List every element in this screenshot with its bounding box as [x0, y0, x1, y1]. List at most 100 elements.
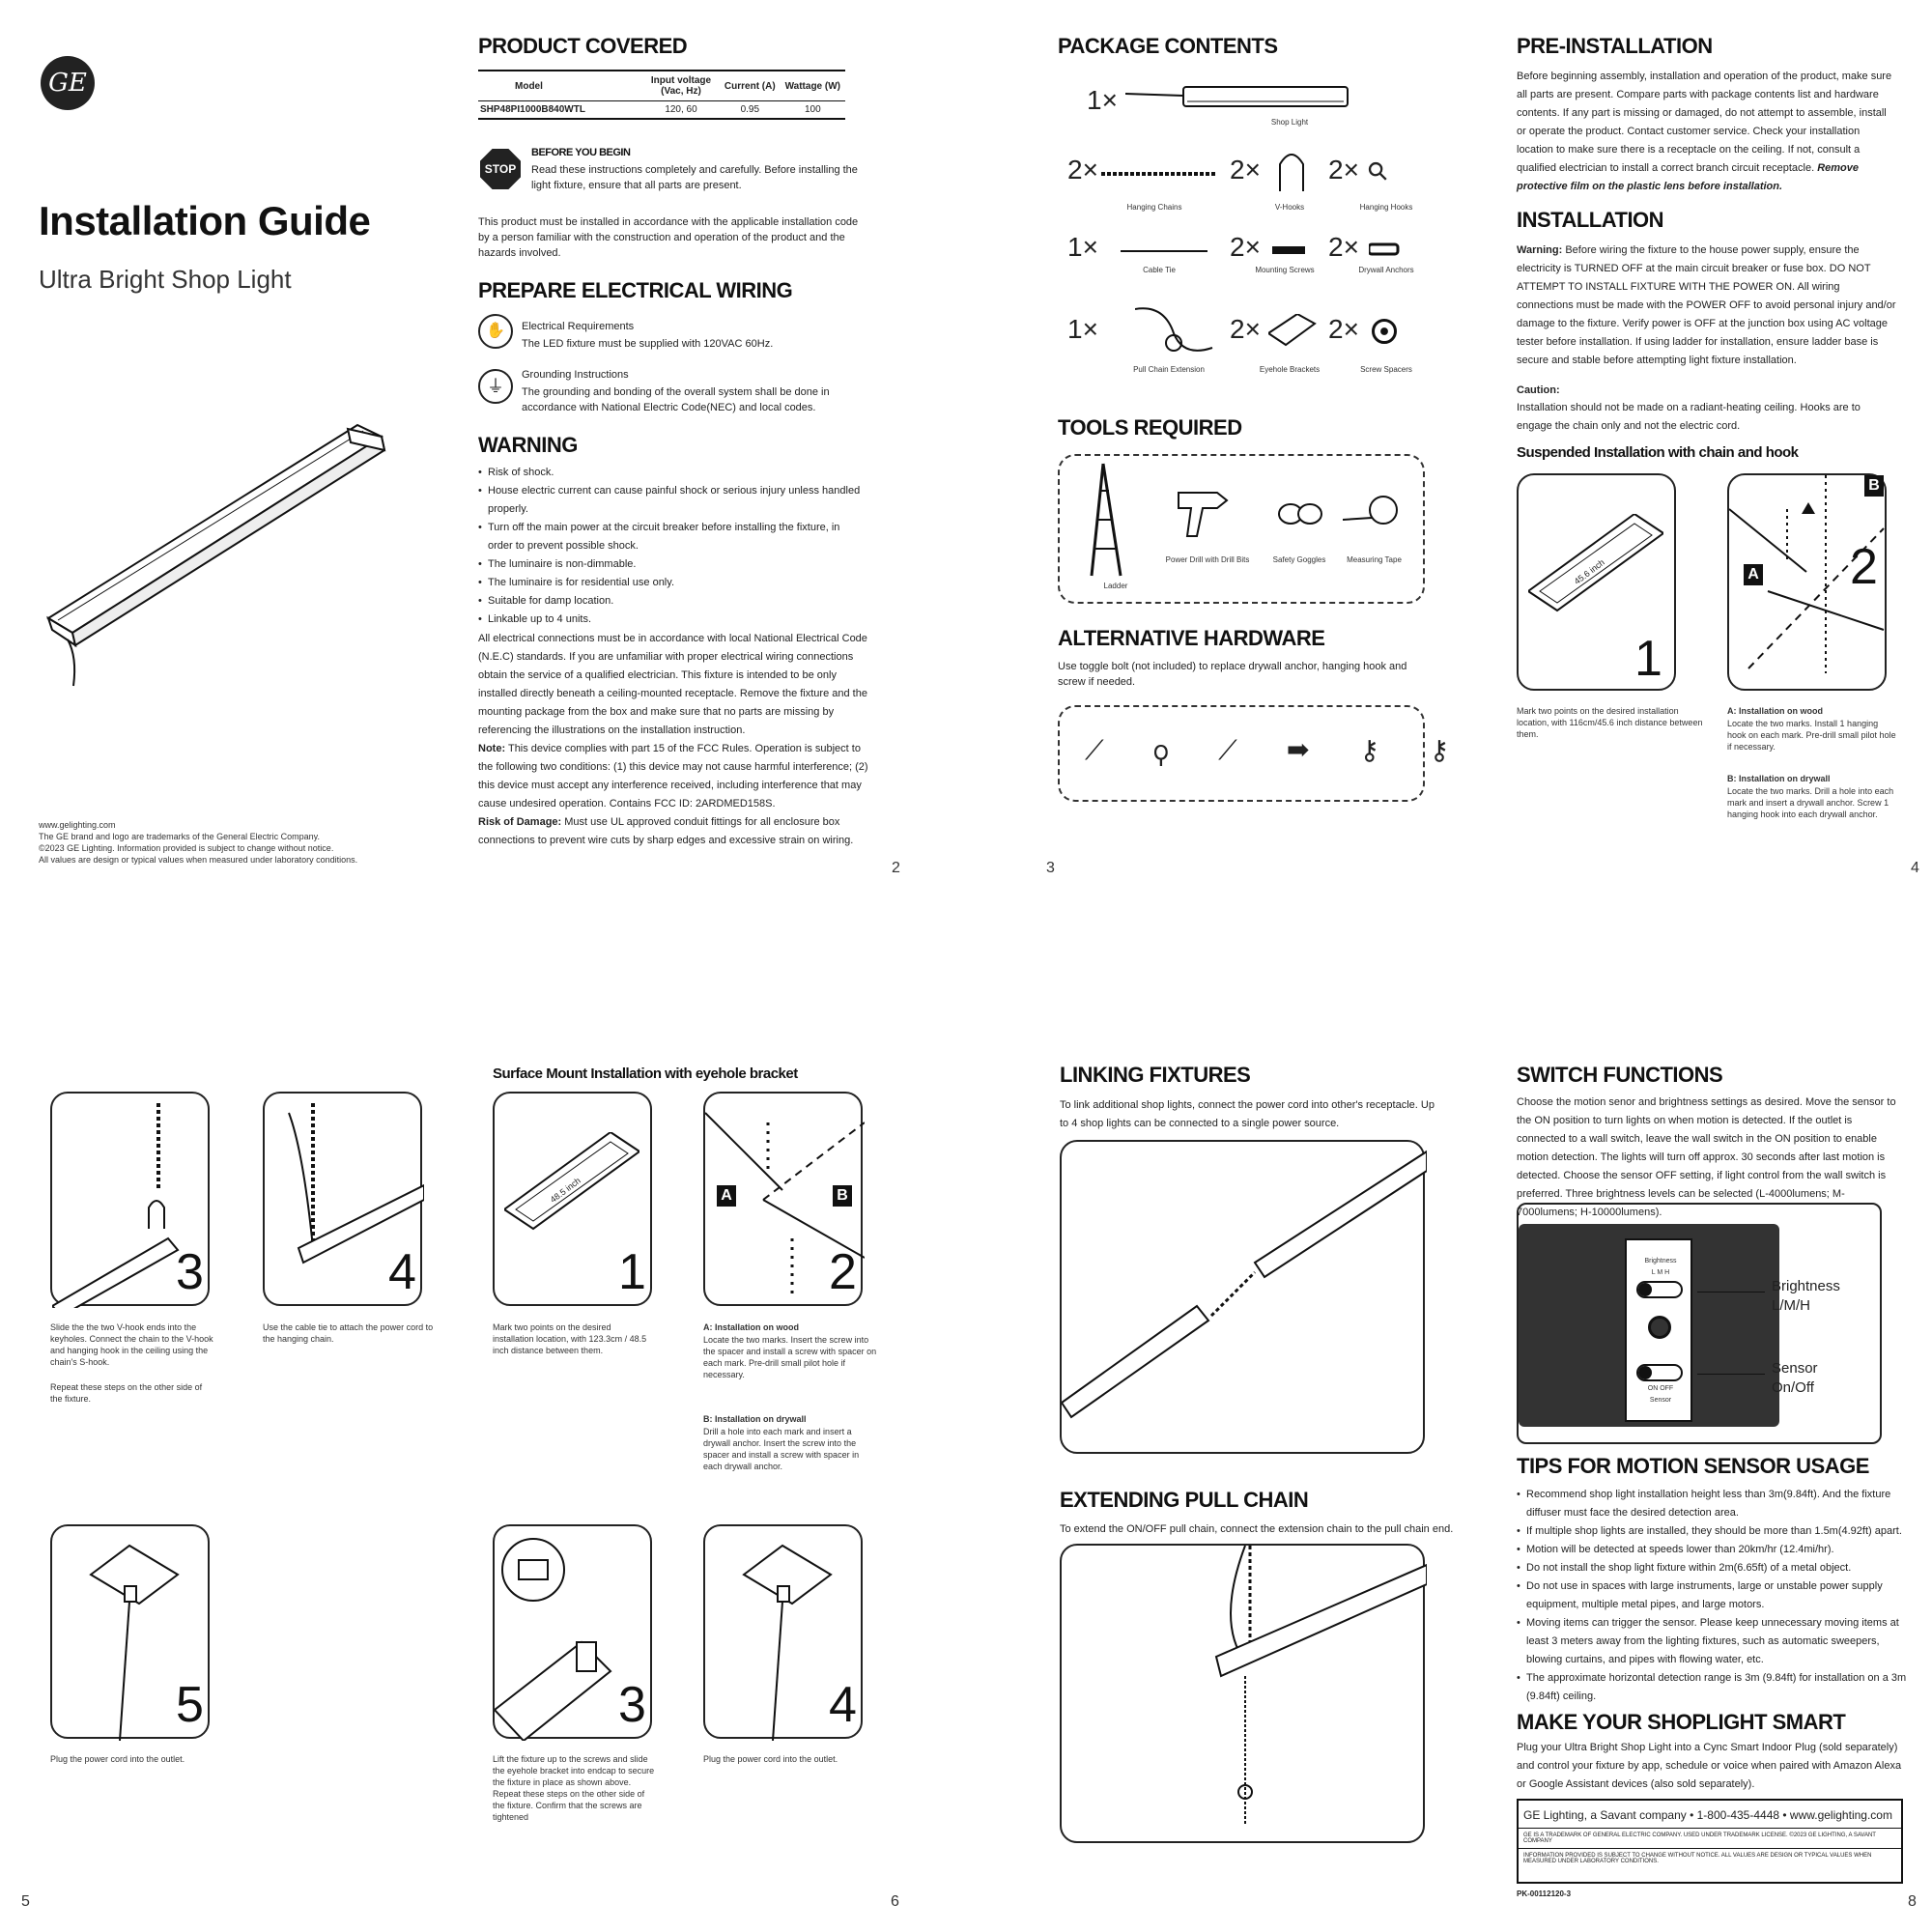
note-paragraph: Note: This device complies with part 15 … [478, 740, 869, 813]
step-number: 5 [176, 1677, 204, 1733]
caution-text: Installation should not be made on a rad… [1517, 402, 1861, 432]
panel-lmh-label: L M H [1651, 1269, 1670, 1276]
cell-voltage: 120, 60 [665, 104, 697, 115]
caution-label: Caution: [1517, 384, 1560, 396]
heading-smart: MAKE YOUR SHOPLIGHT SMART [1517, 1710, 1846, 1734]
list-item: The approximate horizontal detection ran… [1517, 1669, 1908, 1706]
note-label: Note: [478, 743, 506, 754]
label-pull-chain: Pull Chain Extension [1133, 365, 1205, 374]
stop-label: STOP [484, 162, 517, 176]
step-2a-title: A: Installation on wood [703, 1322, 799, 1332]
legal-disclaimer: INFORMATION PROVIDED IS SUBJECT TO CHANG… [1523, 1853, 1872, 1864]
label-tape: Measuring Tape [1347, 555, 1402, 564]
callout-brightness: Brightness L/M/H [1772, 1278, 1840, 1314]
list-item: House electric current can cause painful… [478, 482, 865, 519]
step-3-repeat: Repeat these steps on the other side of … [50, 1382, 203, 1404]
qty-spacers: 2× [1328, 314, 1359, 344]
page-number: 8 [1908, 1893, 1917, 1910]
hanging-hook-icon: ⚲ [1360, 154, 1395, 188]
shop-light-illustration [46, 423, 386, 687]
heading-warning: WARNING [478, 433, 578, 457]
cable-tie-illustration [288, 1103, 424, 1264]
list-item: Do not use in spaces with large instrume… [1517, 1577, 1908, 1614]
pre-text: Before beginning assembly, installation … [1517, 71, 1892, 174]
qty-mounting-screws: 2× [1230, 232, 1261, 262]
risk-text: Must use UL approved conduit fittings fo… [478, 816, 854, 846]
label-B: B [833, 1185, 852, 1207]
step-1-caption: Mark two points on the desired installat… [1517, 706, 1703, 739]
subtitle: Ultra Bright Shop Light [39, 265, 292, 294]
footer-copyright: ©2023 GE Lighting. Information provided … [39, 843, 334, 853]
pull-chain-icon [1135, 307, 1213, 352]
label-drill: Power Drill with Drill Bits [1165, 555, 1250, 564]
sensor-switch[interactable] [1636, 1364, 1683, 1381]
step-2-frame: A B 2 [703, 1092, 865, 1306]
qty-pull-chain: 1× [1067, 314, 1098, 344]
qty-cable-tie: 1× [1067, 232, 1098, 262]
step-number: 3 [618, 1677, 646, 1733]
page-number: 2 [892, 860, 900, 876]
linked-fixtures-illustration [1062, 1150, 1427, 1419]
ladder-icon [1090, 463, 1122, 577]
label-eyehole: Eyehole Brackets [1259, 365, 1321, 374]
page-number: 3 [1046, 860, 1055, 876]
step-2a-text: Locate the two marks. Insert the screw i… [703, 1335, 877, 1379]
label-drywall-anchors: Drywall Anchors [1358, 266, 1414, 274]
step-4-caption: Plug the power cord into the outlet. [703, 1754, 838, 1764]
label-ladder: Ladder [1103, 582, 1128, 590]
warning-text: Before wiring the fixture to the house p… [1517, 244, 1896, 366]
panel-brightness-label: Brightness [1644, 1258, 1677, 1264]
step-5-caption: Plug the power cord into the outlet. [50, 1754, 185, 1764]
note-text: This device complies with part 15 of the… [478, 743, 868, 810]
outlet-illustration [89, 1544, 180, 1741]
step-4-caption: Use the cable tie to attach the power co… [263, 1322, 434, 1344]
linking-text: To link additional shop lights, connect … [1060, 1099, 1435, 1129]
alt-hardware-icons: ⟋ ⚲ ⟋ ➡ ⚷ ⚷ [1085, 735, 1471, 765]
linking-frame [1060, 1140, 1427, 1454]
step-5-frame: 5 [50, 1524, 210, 1741]
subheading-suspended: Suspended Installation with chain and ho… [1517, 444, 1799, 461]
drill-icon [1178, 492, 1229, 537]
heading-wiring: PREPARE ELECTRICAL WIRING [478, 278, 793, 302]
label-goggles: Safety Goggles [1272, 555, 1326, 564]
ge-logo: GE [41, 56, 95, 110]
page-number: 6 [891, 1893, 899, 1910]
heading-switch: SWITCH FUNCTIONS [1517, 1063, 1723, 1087]
list-item: Do not install the shop light fixture wi… [1517, 1559, 1908, 1577]
panel-switch: SWITCH FUNCTIONS Choose the motion senor… [1517, 966, 1932, 1932]
panel-cover: GE Installation Guide Ultra Bright Shop … [0, 0, 483, 966]
page-number: 5 [21, 1893, 30, 1910]
cell-wattage: 100 [804, 104, 821, 115]
panel-installation: PRE-INSTALLATION Before beginning assemb… [1517, 0, 1932, 966]
vhook-chain-illustration [52, 1103, 180, 1308]
col-wattage: Wattage (W) [784, 80, 840, 92]
step-2b-text: Locate the two marks. Drill a hole into … [1727, 786, 1894, 819]
risk-label: Risk of Damage: [478, 816, 562, 828]
list-item: Recommend shop light installation height… [1517, 1486, 1908, 1522]
label-B: B [1864, 475, 1884, 497]
pre-install-text: Before beginning assembly, installation … [1517, 68, 1898, 196]
legal-trademark: GE IS A TRADEMARK OF GENERAL ELECTRIC CO… [1519, 1829, 1901, 1849]
pull-chain-illustration [1214, 1546, 1427, 1826]
step-2b-title: B: Installation on drywall [1727, 774, 1831, 783]
heading-pre-install: PRE-INSTALLATION [1517, 34, 1713, 58]
part-number: PK-00112120-3 [1517, 1889, 1572, 1898]
list-item: Motion will be detected at speeds lower … [1517, 1541, 1908, 1559]
panel-contents: PACKAGE CONTENTS 1× Shop Light 2× Hangin… [1046, 0, 1541, 966]
col-current: Current (A) [724, 80, 776, 92]
list-item: Linkable up to 4 units. [478, 611, 865, 629]
ceiling-screw-illustration [705, 1112, 865, 1296]
label-hanging-hooks: Hanging Hooks [1359, 203, 1413, 212]
brightness-switch[interactable] [1636, 1281, 1683, 1298]
endcap-illustration [495, 1538, 612, 1741]
shop-light-part-icon [1125, 86, 1349, 107]
ceiling-hook-illustration [1729, 475, 1885, 673]
step-1-frame: 45.6 inch 1 [1517, 473, 1676, 691]
heading-installation: INSTALLATION [1517, 208, 1664, 232]
step-2b-title: B: Installation on drywall [703, 1414, 807, 1424]
tape-measure-icon [1343, 496, 1398, 525]
extending-text: To extend the ON/OFF pull chain, connect… [1060, 1523, 1454, 1535]
panel-sensor-label: Sensor [1649, 1397, 1672, 1404]
screw-icon [1272, 246, 1305, 254]
label-A: A [717, 1185, 736, 1207]
